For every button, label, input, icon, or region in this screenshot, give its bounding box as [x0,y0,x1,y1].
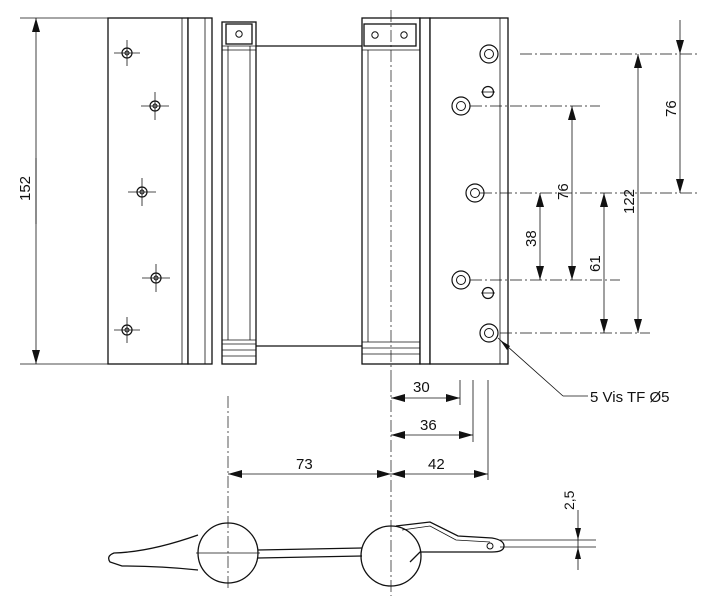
dim-label-73: 73 [296,456,313,473]
hinge-section-view [108,521,505,587]
right-hole-5 [451,270,471,290]
right-hole-6 [481,286,495,300]
dim-76-mid: 76 [555,106,576,280]
left-leaf [107,17,257,365]
left-leaf-profile [108,534,199,571]
dim-73: 73 [228,456,391,478]
dim-label-76-mid: 76 [555,183,572,200]
dim-38: 38 [523,193,544,280]
dim-label-2-5: 2,5 [561,490,577,510]
dim-label-42: 42 [428,456,445,473]
dim-label-30: 30 [413,379,430,396]
dim-thickness: 2,5 [500,490,596,570]
right-hole-2 [481,85,495,99]
dim-label-76-top: 76 [663,100,680,117]
right-leaf [361,10,509,380]
dim-76-top: 76 [663,20,684,193]
left-hole-3 [128,178,156,206]
dim-label-122: 122 [621,189,638,214]
left-plate [107,17,189,365]
right-hole-7 [479,323,499,343]
screw-callout-label: 5 Vis TF Ø5 [590,389,669,406]
dim-36: 36 [391,417,473,439]
dim-total-height: 152 [17,17,108,365]
left-hole-2 [141,92,169,120]
right-knuckle-section [360,525,422,587]
left-hole-4 [142,264,170,292]
left-hole-1 [114,40,140,66]
right-plate-fold [419,17,431,365]
dim-label-61: 61 [587,255,604,272]
dim-122: 122 [621,54,642,333]
left-plate-fold [187,17,213,365]
dim-61: 61 [587,193,608,333]
left-barrel [221,21,257,365]
dim-42: 42 [391,456,488,478]
screw-callout: 5 Vis TF Ø5 [497,337,669,406]
dim-label-36: 36 [420,417,437,434]
right-hole-4 [465,183,485,203]
dim-label-152: 152 [17,176,34,201]
dim-label-38: 38 [523,230,540,247]
right-hole-1 [479,44,499,64]
right-barrel-cap-top [363,23,417,47]
left-hole-5 [114,317,140,343]
right-hole-3 [451,96,471,116]
dim-30: 30 [391,379,460,402]
right-leaf-profile [395,521,505,563]
